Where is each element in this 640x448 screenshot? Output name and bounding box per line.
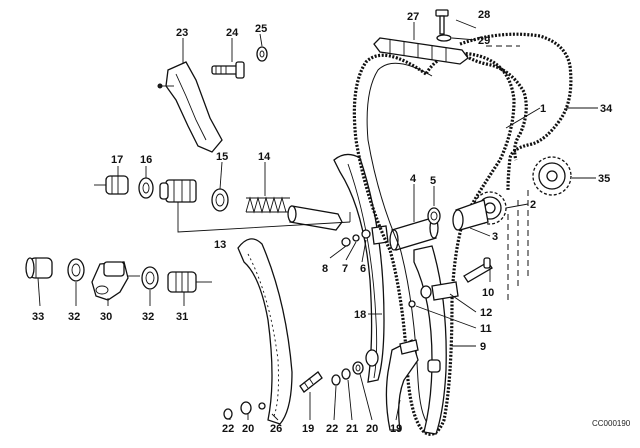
label-32-right: 32 <box>142 311 154 323</box>
label-28: 28 <box>478 9 490 21</box>
tensioner-body-30 <box>91 261 140 301</box>
threaded-plug-31 <box>167 271 212 293</box>
label-18: 18 <box>354 309 366 321</box>
construction-lines <box>486 45 529 300</box>
tensioner-piston <box>287 205 343 231</box>
screw-28 <box>435 9 449 35</box>
guide-rail-18 <box>333 153 385 383</box>
label-31: 31 <box>176 311 188 323</box>
label-33: 33 <box>32 311 44 323</box>
timing-chain-34 <box>459 32 573 191</box>
bottom-washer-20 <box>240 401 252 415</box>
sealing-ring-32-left <box>67 258 85 282</box>
tensioner-housing <box>159 179 197 203</box>
label-26: 26 <box>270 423 282 435</box>
label-13: 13 <box>214 239 226 251</box>
label-19-right: 19 <box>390 423 402 435</box>
label-25: 25 <box>255 23 267 35</box>
fasteners-6-7-8 <box>341 225 389 247</box>
label-19-left: 19 <box>302 423 314 435</box>
washer-11 <box>408 300 416 308</box>
rail-bolt <box>211 61 245 79</box>
label-29: 29 <box>478 35 490 47</box>
label-27: 27 <box>407 11 419 23</box>
label-23: 23 <box>176 27 188 39</box>
label-20-bottom: 20 <box>242 423 254 435</box>
ring-5 <box>427 207 441 225</box>
sealing-ring-32-right <box>141 266 159 290</box>
label-20: 20 <box>366 423 378 435</box>
label-10: 10 <box>482 287 494 299</box>
chain-guide-27 <box>373 37 469 65</box>
drawing-code: CC000190 <box>592 419 631 428</box>
label-16: 16 <box>140 154 152 166</box>
bottom-washer-22 <box>223 408 233 420</box>
label-22: 22 <box>326 423 338 435</box>
label-17: 17 <box>111 154 123 166</box>
upper-guide-rail <box>157 61 223 153</box>
compression-spring <box>245 196 290 214</box>
ring-21 <box>341 368 351 380</box>
label-3: 3 <box>492 231 498 243</box>
label-12: 12 <box>480 307 492 319</box>
label-24: 24 <box>226 27 239 39</box>
label-22-bottom: 22 <box>222 423 234 435</box>
washer-22 <box>331 374 341 386</box>
hub-3 <box>452 199 489 231</box>
washer-29 <box>436 34 452 42</box>
tensioner-rail-26 <box>237 238 293 425</box>
sprocket-35 <box>532 156 572 196</box>
label-14: 14 <box>258 151 271 163</box>
timing-chain-1 <box>352 51 516 436</box>
washer-25 <box>256 46 268 62</box>
label-11: 11 <box>480 323 492 335</box>
pin-10 <box>463 257 493 283</box>
assembly-bracket-13 <box>177 202 351 233</box>
sealing-ring-16 <box>138 177 154 199</box>
label-30: 30 <box>100 311 112 323</box>
label-21: 21 <box>346 423 358 435</box>
label-34: 34 <box>600 103 613 115</box>
label-5: 5 <box>430 175 436 187</box>
label-4: 4 <box>410 173 417 185</box>
guide-piece-19 <box>385 339 419 431</box>
leader-lines <box>37 19 598 421</box>
pin-19 <box>299 371 323 393</box>
label-15: 15 <box>216 151 228 163</box>
label-2: 2 <box>530 199 536 211</box>
part-labels: 23 24 25 17 16 15 14 13 27 28 29 1 34 35… <box>32 9 631 435</box>
label-35: 35 <box>598 173 610 185</box>
sleeve-4 <box>389 217 439 251</box>
label-8: 8 <box>322 263 328 275</box>
label-32-left: 32 <box>68 311 80 323</box>
screw-plug-33 <box>25 257 53 279</box>
label-1: 1 <box>540 103 546 115</box>
label-6: 6 <box>360 263 366 275</box>
tensioner-plug <box>94 175 129 195</box>
label-7: 7 <box>342 263 348 275</box>
sealing-ring-15 <box>211 188 229 212</box>
ring-20 <box>352 361 364 375</box>
label-9: 9 <box>480 341 486 353</box>
